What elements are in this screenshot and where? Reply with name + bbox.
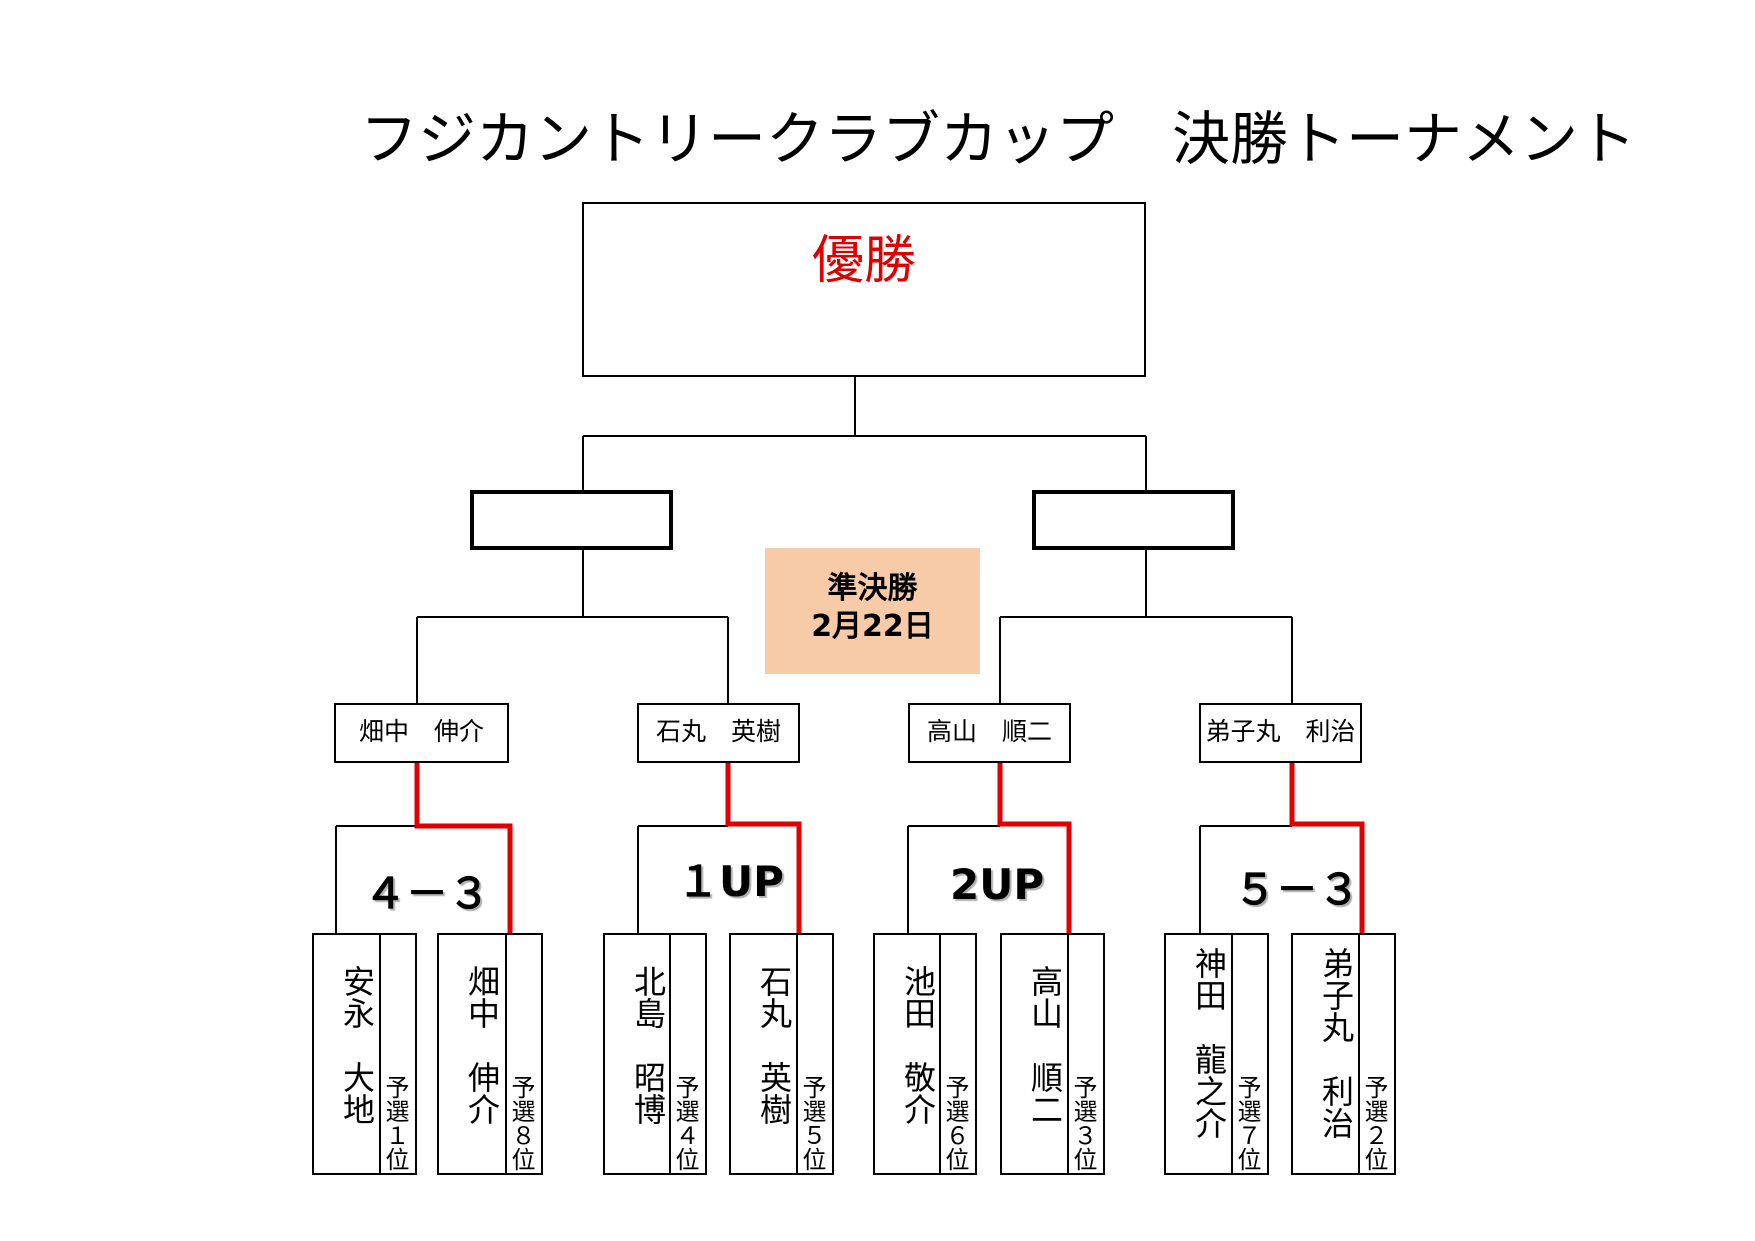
player-name: 石丸 英樹 [755,965,793,1125]
champion-label: 優勝 [811,231,916,291]
seed-cell: 予選４位 [669,935,705,1173]
page-title: フジカントリークラブカップ 決勝トーナメント [360,105,1637,173]
player-seed: 予選８位 [507,1075,535,1171]
semifinal-label: 準決勝 [827,571,918,606]
player-card: 池田 敬介 予選６位 [873,933,977,1175]
seed-cell: 予選２位 [1358,935,1394,1173]
match-winner-3: 高山 順二 [908,703,1071,763]
seed-cell: 予選５位 [796,935,832,1173]
player-name: 畑中 伸介 [463,965,501,1125]
match-winner-2: 石丸 英樹 [637,703,800,763]
player-card: 高山 順二 予選３位 [1000,933,1105,1175]
player-card: 北島 昭博 予選４位 [603,933,707,1175]
match-score-3: 2UP [950,860,1045,909]
player-name: 北島 昭博 [629,965,667,1125]
final-slot-right [1032,490,1235,550]
seed-cell: 予選７位 [1231,935,1267,1173]
match-score-4: ５－３ [1234,865,1361,914]
player-name: 安永 大地 [338,965,376,1125]
player-name: 池田 敬介 [899,965,937,1125]
seed-cell: 予選１位 [379,935,415,1173]
player-seed: 予選７位 [1233,1075,1261,1171]
seed-cell: 予選８位 [505,935,541,1173]
player-seed: 予選５位 [798,1075,826,1171]
match-winner-4: 弟子丸 利治 [1199,703,1362,763]
player-name: 神田 龍之介 [1190,947,1228,1139]
semifinal-info: 準決勝 2月22日 [765,548,980,674]
player-seed: 予選３位 [1069,1075,1097,1171]
semifinal-date: 2月22日 [811,609,934,644]
seed-cell: 予選６位 [939,935,975,1173]
player-card: 神田 龍之介 予選７位 [1164,933,1269,1175]
match-score-1: ４－３ [364,869,491,918]
final-slot-left [470,490,673,550]
player-seed: 予選６位 [941,1075,969,1171]
champion-box: 優勝 [582,202,1146,377]
player-seed: 予選４位 [671,1075,699,1171]
player-card: 畑中 伸介 予選８位 [437,933,543,1175]
match-winner-1: 畑中 伸介 [334,703,509,763]
player-card: 弟子丸 利治 予選２位 [1291,933,1396,1175]
player-name: 弟子丸 利治 [1317,947,1355,1139]
player-name: 高山 順二 [1026,965,1064,1125]
player-seed: 予選２位 [1360,1075,1388,1171]
player-card: 安永 大地 予選１位 [312,933,417,1175]
player-seed: 予選１位 [381,1075,409,1171]
match-score-2: １UP [677,857,784,906]
seed-cell: 予選３位 [1067,935,1103,1173]
player-card: 石丸 英樹 予選５位 [729,933,834,1175]
